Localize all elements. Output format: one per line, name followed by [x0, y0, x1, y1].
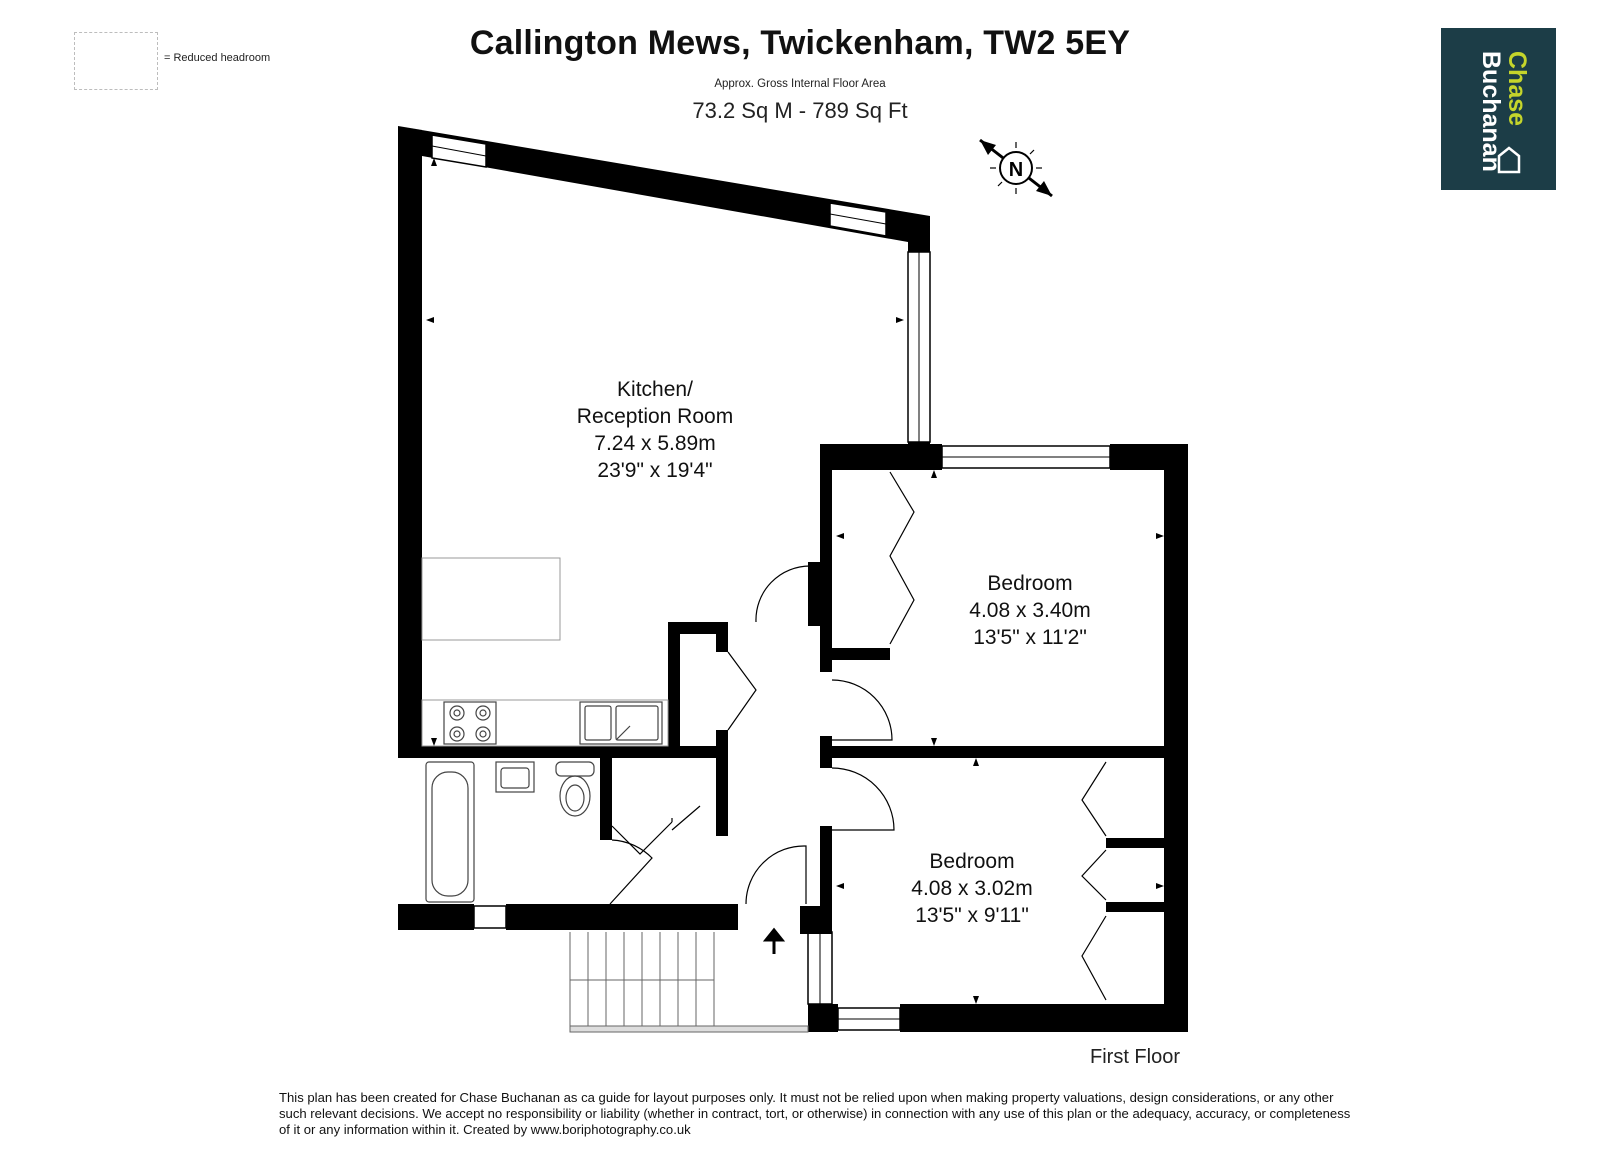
door-bedroom2 [831, 767, 895, 831]
property-title: Callington Mews, Twickenham, TW2 5EY [469, 24, 1131, 62]
window-bathroom-south [473, 905, 507, 929]
wall-bedroom1-north-a [820, 444, 942, 470]
door-bathroom [609, 839, 653, 905]
wardrobe-doors-bedroom2 [1081, 761, 1107, 1001]
kitchen-worktop [421, 699, 669, 747]
floor-area: 73.2 Sq M - 789 Sq Ft [692, 98, 908, 123]
wardrobe-shelf-2 [1106, 902, 1176, 912]
legend-text: = Reduced headroom [164, 52, 271, 64]
wall-east [1164, 444, 1188, 1032]
room-bedroom1-metric: 4.08 x 3.40m [969, 599, 1091, 622]
room-bedroom2-imperial: 13'5" x 9'11" [915, 904, 1029, 927]
entrance-arrow-icon [762, 927, 786, 954]
door-entrance [745, 845, 807, 905]
wardrobe-doors-bedroom1 [889, 471, 915, 645]
house-icon [1497, 146, 1521, 174]
wall-bedroom1-west [820, 458, 832, 672]
wall-bedroom1-wardrobe-base [820, 648, 890, 660]
disclaimer: This plan has been created for Chase Buc… [279, 1090, 1351, 1137]
wall-bedroom2-south-b [900, 1004, 1188, 1032]
room-bedroom-1: Bedroom 4.08 x 3.40m 13'5" x 11'2" [930, 570, 1130, 651]
room-kitchen-metric: 7.24 x 5.89m [594, 432, 716, 455]
room-kitchen: Kitchen/ Reception Room 7.24 x 5.89m 23'… [540, 376, 770, 484]
dimension-markers [426, 158, 1164, 1004]
reduced-headroom-swatch [74, 32, 158, 90]
room-bedroom-2: Bedroom 4.08 x 3.02m 13'5" x 9'11" [872, 848, 1072, 929]
logo-line-buchanan: Buchanan [1477, 51, 1505, 172]
door-bedroom1 [831, 679, 893, 741]
wall-kitchen-west [398, 126, 422, 752]
staircase [569, 932, 809, 1033]
wall-bedroom-divider [820, 746, 1176, 758]
room-kitchen-name-2: Reception Room [576, 405, 734, 428]
wall-bathroom-south-a [398, 904, 474, 930]
hob-icon [443, 701, 497, 745]
logo-wordmark: Chase Buchanan [1477, 51, 1531, 174]
wall-cupboard-west [668, 622, 680, 752]
wardrobe-shelf-1 [1106, 838, 1176, 848]
kitchen-sink-icon [579, 701, 663, 745]
wall-bedroom1-divider-stub [820, 736, 832, 768]
basin-icon [495, 761, 535, 793]
floor-label: First Floor [1090, 1046, 1180, 1068]
room-kitchen-name-1: Kitchen/ [617, 378, 693, 401]
logo-line-chase: Chase [1503, 51, 1531, 126]
kitchen-island [421, 557, 561, 641]
room-bedroom2-metric: 4.08 x 3.02m [911, 877, 1033, 900]
wall-kitchen-south [398, 746, 728, 758]
wall-cupboard-north [668, 622, 728, 634]
toilet-icon [555, 761, 595, 817]
door-kitchen [755, 565, 811, 623]
wall-cupboard-east-lower [716, 730, 728, 752]
wall-bedroom2-south-a [808, 1004, 838, 1032]
door-swings [609, 471, 1107, 1001]
room-bedroom1-imperial: 13'5" x 11'2" [973, 626, 1087, 649]
brand-logo: Chase Buchanan [1441, 28, 1556, 190]
room-kitchen-imperial: 23'9" x 19'4" [597, 459, 713, 482]
wall-bathroom-south-b [506, 904, 738, 930]
compass-label: N [1009, 159, 1023, 181]
door-cupboard-2 [611, 805, 701, 855]
room-bedroom1-name: Bedroom [987, 572, 1073, 595]
wall-bathroom-east [600, 758, 612, 840]
compass-icon: N [979, 138, 1053, 198]
wall-stair-stub [800, 906, 832, 934]
room-bedroom2-name: Bedroom [929, 850, 1015, 873]
wall-kitchen-north [398, 126, 930, 248]
area-caption: Approx. Gross Internal Floor Area [714, 78, 886, 90]
bath-icon [425, 761, 475, 903]
door-cupboard [727, 651, 757, 731]
wall-cupboard-east [716, 746, 728, 836]
wall-landing-east-upper [808, 562, 820, 626]
wall-cupboard-east-upper [716, 634, 728, 652]
